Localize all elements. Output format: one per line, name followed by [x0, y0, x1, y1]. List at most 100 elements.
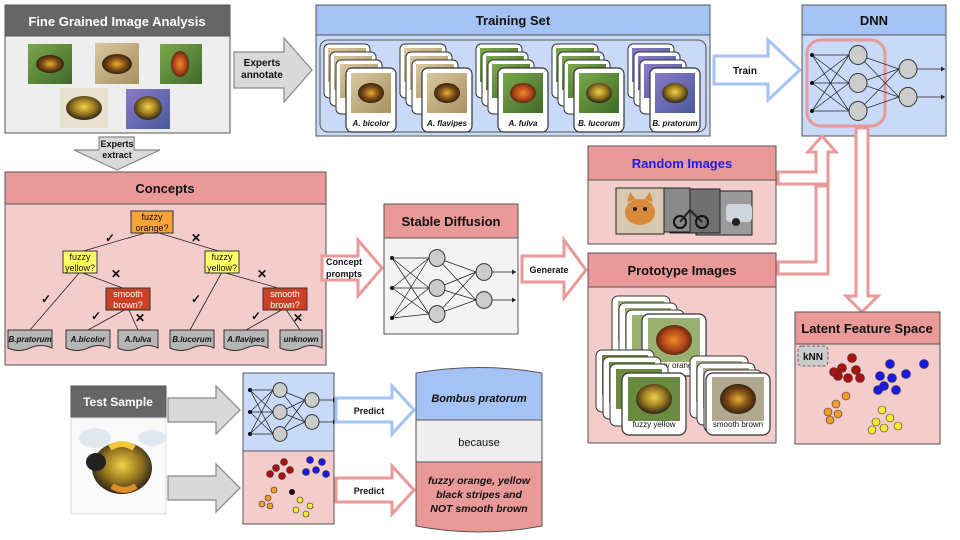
latent-point	[258, 500, 266, 508]
experts-extract-label-1: Experts	[100, 139, 133, 149]
latent-point	[264, 494, 272, 502]
concept-decision-tree: ✓✕✓✕✓✕✓✕✓✕fuzzyorange?fuzzyyellow?fuzzyy…	[7, 210, 323, 351]
latent-point	[833, 409, 843, 419]
dnn-network	[810, 45, 945, 121]
input-node	[390, 316, 394, 320]
input-node	[390, 286, 394, 290]
species-label: B. lucorum	[578, 119, 620, 128]
connection	[391, 257, 430, 319]
prototype-stack: fuzzy yellow	[595, 349, 687, 436]
stable-diffusion-network	[390, 249, 516, 323]
left-yellow-node-line-2: yellow?	[65, 263, 95, 273]
input-node	[810, 81, 814, 85]
leaf-shape	[7, 329, 53, 351]
left-brown-node-line-1: smooth	[113, 289, 143, 299]
left-yellow-node-line-1: fuzzy	[69, 252, 91, 262]
output-arrowhead	[941, 66, 945, 72]
bee-icon	[434, 83, 460, 103]
leaf-node: B.pratorum	[7, 329, 53, 351]
tree-edge	[221, 271, 286, 291]
experts-extract-arrow: Experts extract	[73, 136, 161, 171]
check-mark: ✓	[41, 292, 51, 306]
bee-photo-1	[28, 44, 72, 84]
latent-point	[292, 506, 300, 514]
latent-point	[843, 373, 853, 383]
connection	[391, 313, 430, 319]
right-yellow-node-line-2: yellow?	[207, 263, 237, 273]
latent-point	[823, 407, 833, 417]
leaf-shape	[117, 329, 159, 351]
input-node	[810, 109, 814, 113]
latent-point	[841, 391, 851, 401]
random-images-panel: Random Images	[587, 145, 777, 245]
tree-edge	[189, 271, 223, 331]
connection	[811, 54, 850, 112]
root-node-box	[130, 210, 174, 234]
latent-point	[312, 466, 320, 474]
tree-edge	[87, 307, 129, 331]
latent-point	[919, 359, 929, 369]
leaf-shape	[279, 329, 323, 351]
species-label: A. bicolor	[352, 119, 391, 128]
experts-annotate-label-1: Experts	[244, 58, 281, 69]
neuron	[272, 404, 288, 420]
input-node	[248, 388, 252, 392]
prototype-to-dnn-arrow	[776, 184, 830, 276]
prediction-text: Bombus pratorum	[431, 393, 527, 405]
explanation-line-3: NOT smooth brown	[430, 503, 527, 515]
inference-panel	[242, 372, 337, 525]
connection	[391, 287, 430, 319]
concept-prompts-label-1: Concept	[326, 257, 362, 267]
latent-space-title: Latent Feature Space	[801, 321, 933, 336]
latent-point	[322, 470, 330, 478]
bee-icon	[510, 83, 536, 103]
latent-point	[887, 373, 897, 383]
right-brown-node-line-1: smooth	[270, 289, 300, 299]
check-mark: ✓	[191, 292, 201, 306]
bee-icon	[720, 384, 756, 414]
neuron	[272, 382, 288, 398]
predict-bottom-arrow: Predict	[334, 462, 417, 518]
connection	[249, 389, 274, 413]
neuron	[475, 263, 493, 281]
bee-icon	[636, 384, 672, 414]
latent-point	[278, 472, 286, 480]
output-arrowhead	[512, 297, 516, 303]
train-label: Train	[733, 66, 757, 77]
right-yellow-node-line-1: fuzzy	[211, 252, 233, 262]
latent-point	[875, 371, 885, 381]
training-card-stack: B. lucorum	[551, 43, 625, 133]
experts-annotate-arrow: Experts annotate	[233, 36, 313, 104]
tree-edge	[245, 307, 286, 331]
latent-point	[266, 470, 274, 478]
train-arrow: Train	[712, 36, 803, 104]
leaf-shape	[65, 329, 111, 351]
leaf-label: A.flavipes	[226, 335, 265, 344]
connection	[436, 271, 477, 315]
bee-icon	[586, 83, 612, 103]
concepts-title: Concepts	[135, 181, 194, 196]
species-label: A. flavipes	[426, 119, 468, 128]
dnn-panel: DNN	[801, 4, 947, 137]
bee-icon	[662, 83, 688, 103]
latent-point	[831, 399, 841, 409]
check-mark: ✓	[105, 231, 115, 245]
leaf-shape	[169, 329, 215, 351]
test-point	[289, 489, 295, 495]
input-node	[248, 432, 252, 436]
latent-point	[270, 486, 278, 494]
connection	[391, 287, 430, 315]
bee-photo-4	[60, 88, 108, 128]
inference-network	[248, 382, 337, 442]
latent-point	[855, 373, 865, 383]
latent-point	[280, 458, 288, 466]
training-card-stack: A. bicolor	[323, 43, 397, 133]
input-node	[390, 256, 394, 260]
right-brown-node-box	[262, 287, 308, 311]
latent-point	[306, 456, 314, 464]
leaf-label: unknown	[283, 335, 318, 344]
